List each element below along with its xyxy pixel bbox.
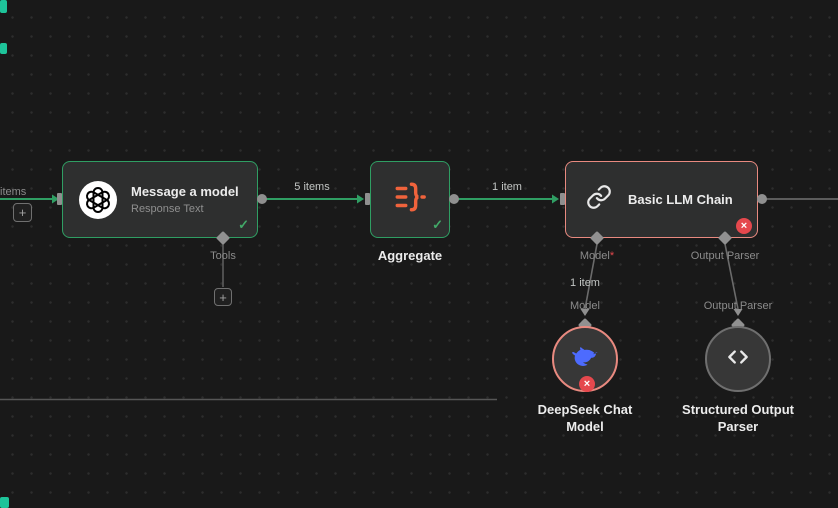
model-edge-type-label: Model [570,300,600,312]
output-port[interactable] [449,194,459,204]
edge-aggregate-to-llm-arrow [552,194,559,204]
node-message-a-model[interactable]: Message a model Response Text ✓ [62,161,258,238]
node-subtitle: Response Text [131,203,204,215]
success-check-icon: ✓ [238,217,249,232]
output-port[interactable] [257,194,267,204]
edge-llm-to-parser-arrow [733,309,743,316]
input-port[interactable] [560,193,565,205]
error-badge: × [579,376,595,392]
edge-llm-to-deepseek[interactable] [584,243,598,310]
node-label-deepseek: DeepSeek Chat Model [537,402,633,434]
node-label-aggregate: Aggregate [377,248,443,263]
input-port[interactable] [365,193,370,205]
add-node-button[interactable]: + [13,203,32,222]
node-label-structured-parser: Structured Output Parser [682,402,794,434]
tools-port-label: Tools [210,250,236,262]
node-aggregate[interactable]: ✓ [370,161,450,238]
offscreen-node-fragment[interactable] [0,43,7,54]
edge-message-to-aggregate-arrow [357,194,364,204]
edge-incoming-arrow [52,194,59,204]
plus-icon: + [18,205,27,220]
incoming-edge-label: items [0,186,27,198]
parser-edge-type-label: Output Parser [703,300,773,312]
model-port-label: Model* [579,250,615,262]
edge-llm-to-deepseek-arrow [580,309,590,316]
node-title: Basic LLM Chain [628,191,733,207]
required-asterisk: * [609,250,615,262]
error-badge: × [736,218,752,234]
input-port[interactable] [57,193,62,205]
model-edge-items-label: 1 item [570,277,600,289]
offscreen-node-fragment[interactable] [0,0,7,13]
plus-icon: + [219,289,227,305]
whale-logo-icon [570,344,600,375]
code-brackets-icon [725,344,751,375]
success-check-icon: ✓ [432,217,443,232]
edge-items-label: 5 items [294,181,330,193]
add-tool-button[interactable]: + [214,288,232,306]
offscreen-node-fragment[interactable] [0,497,9,508]
aggregate-funnel-icon [393,180,427,219]
node-title: Message a model [131,184,239,199]
node-deepseek-chat-model[interactable]: × [552,326,618,392]
output-port[interactable] [757,194,767,204]
output-parser-port-label: Output Parser [690,250,760,262]
node-basic-llm-chain[interactable]: Basic LLM Chain × [565,161,758,238]
node-structured-output-parser[interactable] [705,326,771,392]
chain-link-icon [586,184,612,215]
openai-logo-icon [79,180,117,219]
edge-items-label: 1 item [492,181,522,193]
edge-llm-to-parser[interactable] [724,243,739,310]
